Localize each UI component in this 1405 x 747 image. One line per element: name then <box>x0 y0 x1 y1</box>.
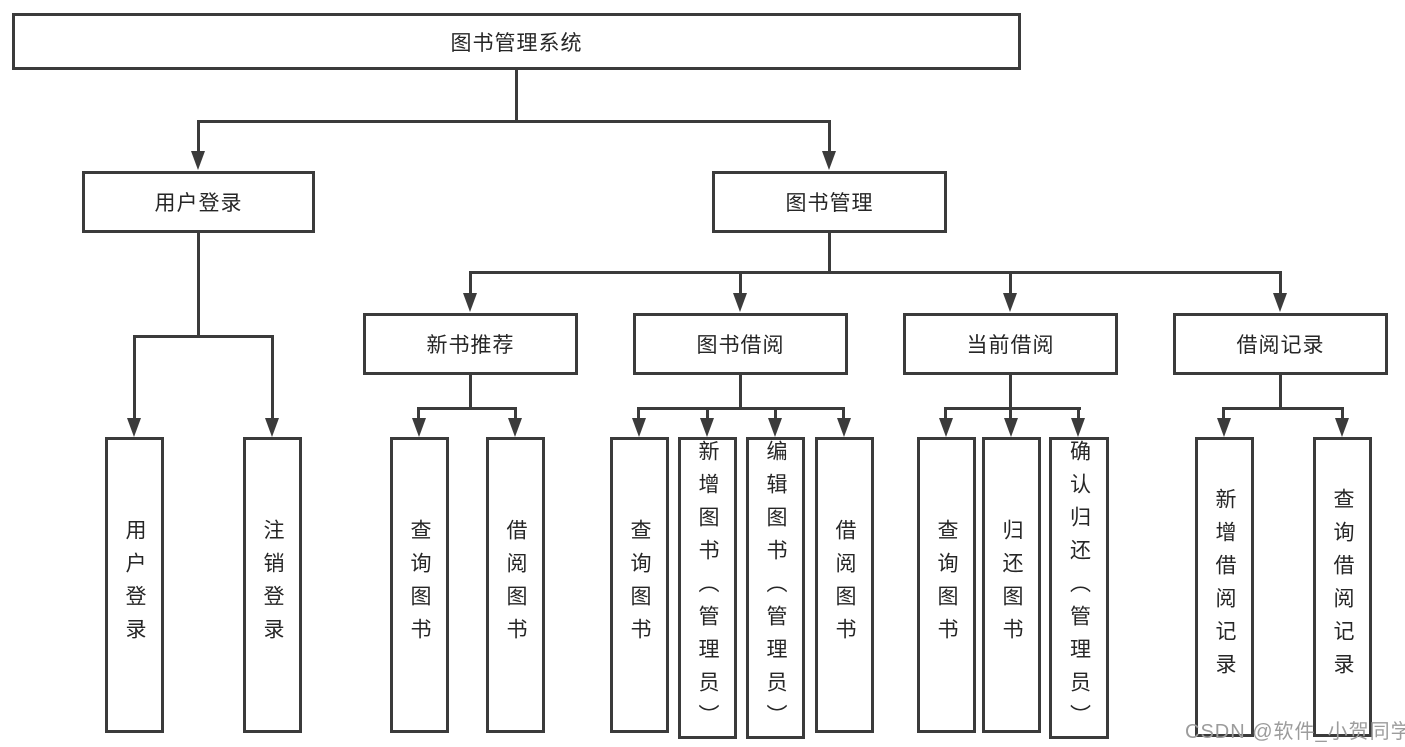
connector-line <box>133 335 136 419</box>
node-book-management: 图书管理 <box>712 171 947 233</box>
arrow-down-icon <box>1071 418 1085 437</box>
arrow-down-icon <box>733 293 747 312</box>
leaf-label: 借阅图书 <box>833 519 856 651</box>
leaf-logout: 注销登录 <box>243 437 302 733</box>
connector-line <box>133 335 274 338</box>
connector-line <box>1279 271 1282 295</box>
arrow-down-icon <box>265 418 279 437</box>
arrow-down-icon <box>463 293 477 312</box>
connector-line <box>739 375 742 408</box>
connector-line <box>514 407 517 421</box>
connector-line <box>1009 271 1012 295</box>
leaf-label: 归还图书 <box>1000 519 1023 651</box>
connector-line <box>944 407 1081 410</box>
leaf-label: 查询图书 <box>935 519 958 651</box>
connector-line <box>828 233 831 273</box>
leaf-current-confirm-return-admin: 确认归还（管理员） <box>1049 437 1109 739</box>
arrow-down-icon <box>1335 418 1349 437</box>
leaf-borrow-edit-books-admin: 编辑图书（管理员） <box>746 437 805 739</box>
leaf-borrow-query-books: 查询图书 <box>610 437 669 733</box>
connector-line <box>197 120 831 123</box>
arrow-down-icon <box>1217 418 1231 437</box>
node-root-system: 图书管理系统 <box>12 13 1021 70</box>
leaf-label: 新增图书（管理员） <box>696 440 719 737</box>
leaf-label: 查询借阅记录 <box>1331 488 1354 686</box>
arrow-down-icon <box>939 418 953 437</box>
leaf-recommend-borrow-books: 借阅图书 <box>486 437 545 733</box>
arrow-down-icon <box>837 418 851 437</box>
connector-line <box>271 335 274 419</box>
node-user-login: 用户登录 <box>82 171 315 233</box>
node-book-borrow: 图书借阅 <box>633 313 848 375</box>
leaf-recommend-query-books: 查询图书 <box>390 437 449 733</box>
arrow-down-icon <box>822 151 836 170</box>
connector-line <box>515 68 518 120</box>
node-current-borrow: 当前借阅 <box>903 313 1118 375</box>
connector-line <box>944 407 947 421</box>
connector-line <box>739 271 742 295</box>
leaf-label: 新增借阅记录 <box>1213 488 1236 686</box>
arrow-down-icon <box>1004 418 1018 437</box>
leaf-current-return-books: 归还图书 <box>982 437 1041 733</box>
connector-line <box>1341 407 1344 421</box>
arrow-down-icon <box>632 418 646 437</box>
connector-line <box>828 120 831 153</box>
leaf-label: 注销登录 <box>261 519 284 651</box>
leaf-records-add-record: 新增借阅记录 <box>1195 437 1254 737</box>
arrow-down-icon <box>1003 293 1017 312</box>
node-root-label: 图书管理系统 <box>450 31 583 55</box>
node-borrow-records: 借阅记录 <box>1173 313 1388 375</box>
leaf-borrow-borrow-books: 借阅图书 <box>815 437 874 733</box>
node-user-login-label: 用户登录 <box>154 192 243 215</box>
arrow-down-icon <box>412 418 426 437</box>
leaf-label: 用户登录 <box>123 519 146 651</box>
connector-line <box>1279 375 1282 408</box>
csdn-watermark: CSDN @软件_小贺同学 <box>1185 721 1405 743</box>
node-current-borrow-label: 当前借阅 <box>966 334 1055 357</box>
leaf-current-query-books: 查询图书 <box>917 437 976 733</box>
arrow-down-icon <box>191 151 205 170</box>
arrow-down-icon <box>700 418 714 437</box>
arrow-down-icon <box>508 418 522 437</box>
connector-line <box>417 407 517 410</box>
connector-line <box>417 407 420 421</box>
leaf-borrow-add-books-admin: 新增图书（管理员） <box>678 437 737 739</box>
connector-line <box>469 375 472 408</box>
arrow-down-icon <box>768 418 782 437</box>
connector-line <box>842 407 845 421</box>
leaf-label: 编辑图书（管理员） <box>764 440 787 737</box>
connector-line <box>1009 407 1012 421</box>
arrow-down-icon <box>1273 293 1287 312</box>
connector-line <box>637 407 845 410</box>
node-book-management-label: 图书管理 <box>785 192 874 215</box>
connector-line <box>1222 407 1225 421</box>
arrow-down-icon <box>127 418 141 437</box>
node-borrow-records-label: 借阅记录 <box>1236 334 1325 357</box>
connector-line <box>197 120 200 153</box>
connector-line <box>706 407 709 421</box>
leaf-label: 确认归还（管理员） <box>1067 440 1091 737</box>
leaf-records-query-record: 查询借阅记录 <box>1313 437 1372 737</box>
connector-line <box>1077 407 1080 421</box>
node-new-book-recommend-label: 新书推荐 <box>426 334 515 357</box>
connector-line <box>637 407 640 421</box>
leaf-label: 查询图书 <box>408 519 431 651</box>
node-book-borrow-label: 图书借阅 <box>696 334 785 357</box>
leaf-label: 借阅图书 <box>504 519 527 651</box>
connector-line <box>469 271 1282 274</box>
connector-line <box>469 271 472 295</box>
connector-line <box>1009 375 1012 408</box>
connector-line <box>774 407 777 421</box>
leaf-user-login: 用户登录 <box>105 437 164 733</box>
connector-line <box>1222 407 1344 410</box>
leaf-label: 查询图书 <box>628 519 651 651</box>
node-new-book-recommend: 新书推荐 <box>363 313 578 375</box>
connector-line <box>197 233 200 335</box>
